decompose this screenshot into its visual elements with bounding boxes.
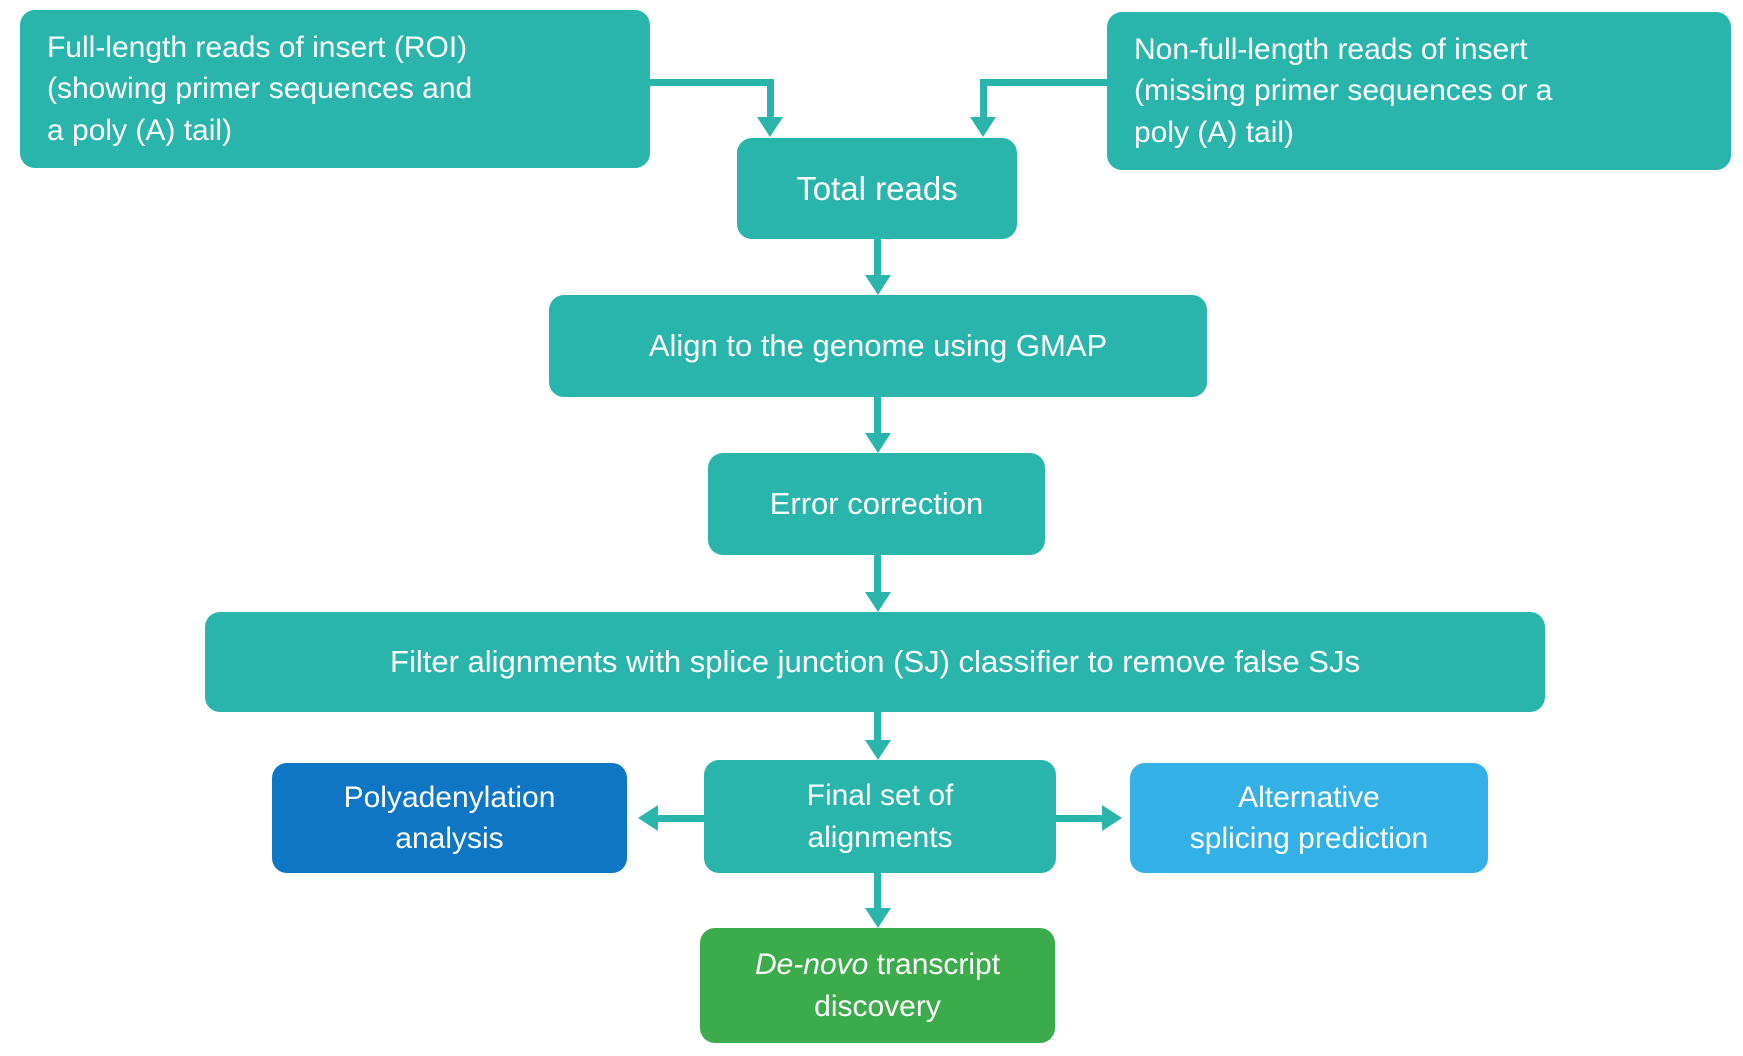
arrow-right-stem xyxy=(1056,815,1102,822)
node-full-length-reads-line2: (showing primer sequences and xyxy=(47,72,473,106)
arrow-finalset-stem xyxy=(874,873,881,909)
node-denovo-line1-rest: transcript xyxy=(868,948,1001,982)
arrow-align-arrowhead-icon xyxy=(865,433,891,453)
node-polyadenylation-line1: Polyadenylation xyxy=(343,780,556,814)
node-non-full-length-reads-line2: (missing primer sequences or a xyxy=(1134,74,1553,108)
node-sj-filter: Filter alignments with splice junction (… xyxy=(205,612,1545,712)
node-non-full-length-reads: Non-full-length reads of insert (missing… xyxy=(1107,12,1731,170)
node-alternative-splicing-prediction: Alternative splicing prediction xyxy=(1130,763,1488,873)
arrow-fulllength-horizontal-stem xyxy=(650,79,774,86)
arrow-error-arrowhead-icon xyxy=(865,592,891,612)
arrow-error-stem xyxy=(874,555,881,593)
node-alt-splicing-line1: Alternative xyxy=(1238,780,1380,814)
node-total-reads-label: Total reads xyxy=(796,169,958,207)
node-align-gmap: Align to the genome using GMAP xyxy=(549,295,1207,397)
node-polyadenylation-line2: analysis xyxy=(395,822,504,855)
arrow-left-arrowhead-icon xyxy=(638,805,658,831)
node-denovo-line1: De-novo transcript xyxy=(755,944,1000,985)
node-full-length-reads-line3: a poly (A) tail) xyxy=(47,113,233,147)
arrow-fulllength-arrowhead-icon xyxy=(757,117,783,137)
arrow-fulllength-vertical-stem xyxy=(767,79,774,118)
arrow-nonfulllength-vertical-stem xyxy=(980,79,987,118)
node-denovo-italic: De-novo xyxy=(754,948,869,982)
node-full-length-reads: Full-length reads of insert (ROI) (showi… xyxy=(20,10,650,168)
arrow-filter-stem xyxy=(874,712,881,741)
arrow-totalreads-stem xyxy=(874,239,881,276)
node-final-alignments: Final set of alignments xyxy=(704,760,1056,873)
arrow-filter-arrowhead-icon xyxy=(865,740,891,760)
node-alt-splicing-line2: splicing prediction xyxy=(1189,822,1429,855)
node-error-correction-label: Error correction xyxy=(769,485,984,521)
node-final-alignments-line2: alignments xyxy=(807,820,953,854)
node-de-novo-transcript-discovery: De-novo transcript discovery xyxy=(700,928,1055,1043)
node-align-gmap-label: Align to the genome using GMAP xyxy=(648,327,1108,363)
node-polyadenylation-analysis: Polyadenylation analysis xyxy=(272,763,627,873)
arrow-right-arrowhead-icon xyxy=(1102,805,1122,831)
arrow-nonfulllength-arrowhead-icon xyxy=(970,117,996,137)
node-sj-filter-label: Filter alignments with splice junction (… xyxy=(390,643,1360,679)
arrow-left-stem xyxy=(658,815,704,822)
node-final-alignments-line1: Final set of xyxy=(806,779,954,813)
arrow-finalset-arrowhead-icon xyxy=(865,908,891,928)
node-total-reads: Total reads xyxy=(737,138,1017,239)
arrow-align-stem xyxy=(874,397,881,434)
node-denovo-line2: discovery xyxy=(814,989,941,1023)
node-error-correction: Error correction xyxy=(708,453,1045,555)
arrow-totalreads-arrowhead-icon xyxy=(865,275,891,295)
node-full-length-reads-line1: Full-length reads of insert (ROI) xyxy=(47,30,468,64)
node-non-full-length-reads-line3: poly (A) tail) xyxy=(1134,115,1295,149)
node-non-full-length-reads-line1: Non-full-length reads of insert xyxy=(1134,32,1528,66)
arrow-nonfulllength-horizontal-stem xyxy=(980,79,1107,86)
